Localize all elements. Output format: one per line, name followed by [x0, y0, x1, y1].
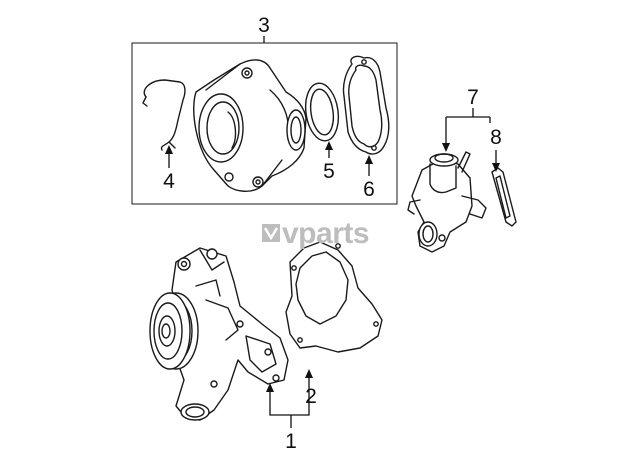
- part-5-o-ring: [304, 82, 340, 142]
- watermark-logo: vparts: [262, 217, 370, 250]
- callout-5: 5: [323, 160, 335, 183]
- part-8-seal: [491, 167, 517, 227]
- arrow-6: [365, 155, 373, 164]
- part-2-pump-gasket: [285, 241, 383, 353]
- callout-8: 8: [490, 126, 502, 149]
- part-4-clip: [142, 79, 186, 151]
- callout-1: 1: [285, 430, 297, 453]
- arrow-2: [305, 369, 313, 378]
- part-3-thermostat-housing: [193, 59, 307, 192]
- arrow-7: [442, 143, 450, 152]
- arrow-1: [266, 383, 274, 392]
- watermark-text: vparts: [282, 217, 369, 250]
- part-7-coolant-outlet: [407, 151, 487, 253]
- arrow-5: [325, 141, 333, 150]
- part-6-gasket: [342, 55, 390, 155]
- callout-2: 2: [305, 385, 317, 408]
- watermark-mark-glyph: [263, 227, 279, 241]
- callout-6: 6: [363, 178, 375, 201]
- part-1-water-pump: [149, 247, 289, 421]
- arrow-4: [165, 145, 173, 154]
- arrow-8: [492, 163, 500, 172]
- callout-4: 4: [163, 170, 175, 193]
- callout-3: 3: [258, 14, 270, 37]
- callout-7: 7: [467, 86, 479, 109]
- leader-1-2-bracket: [269, 377, 310, 416]
